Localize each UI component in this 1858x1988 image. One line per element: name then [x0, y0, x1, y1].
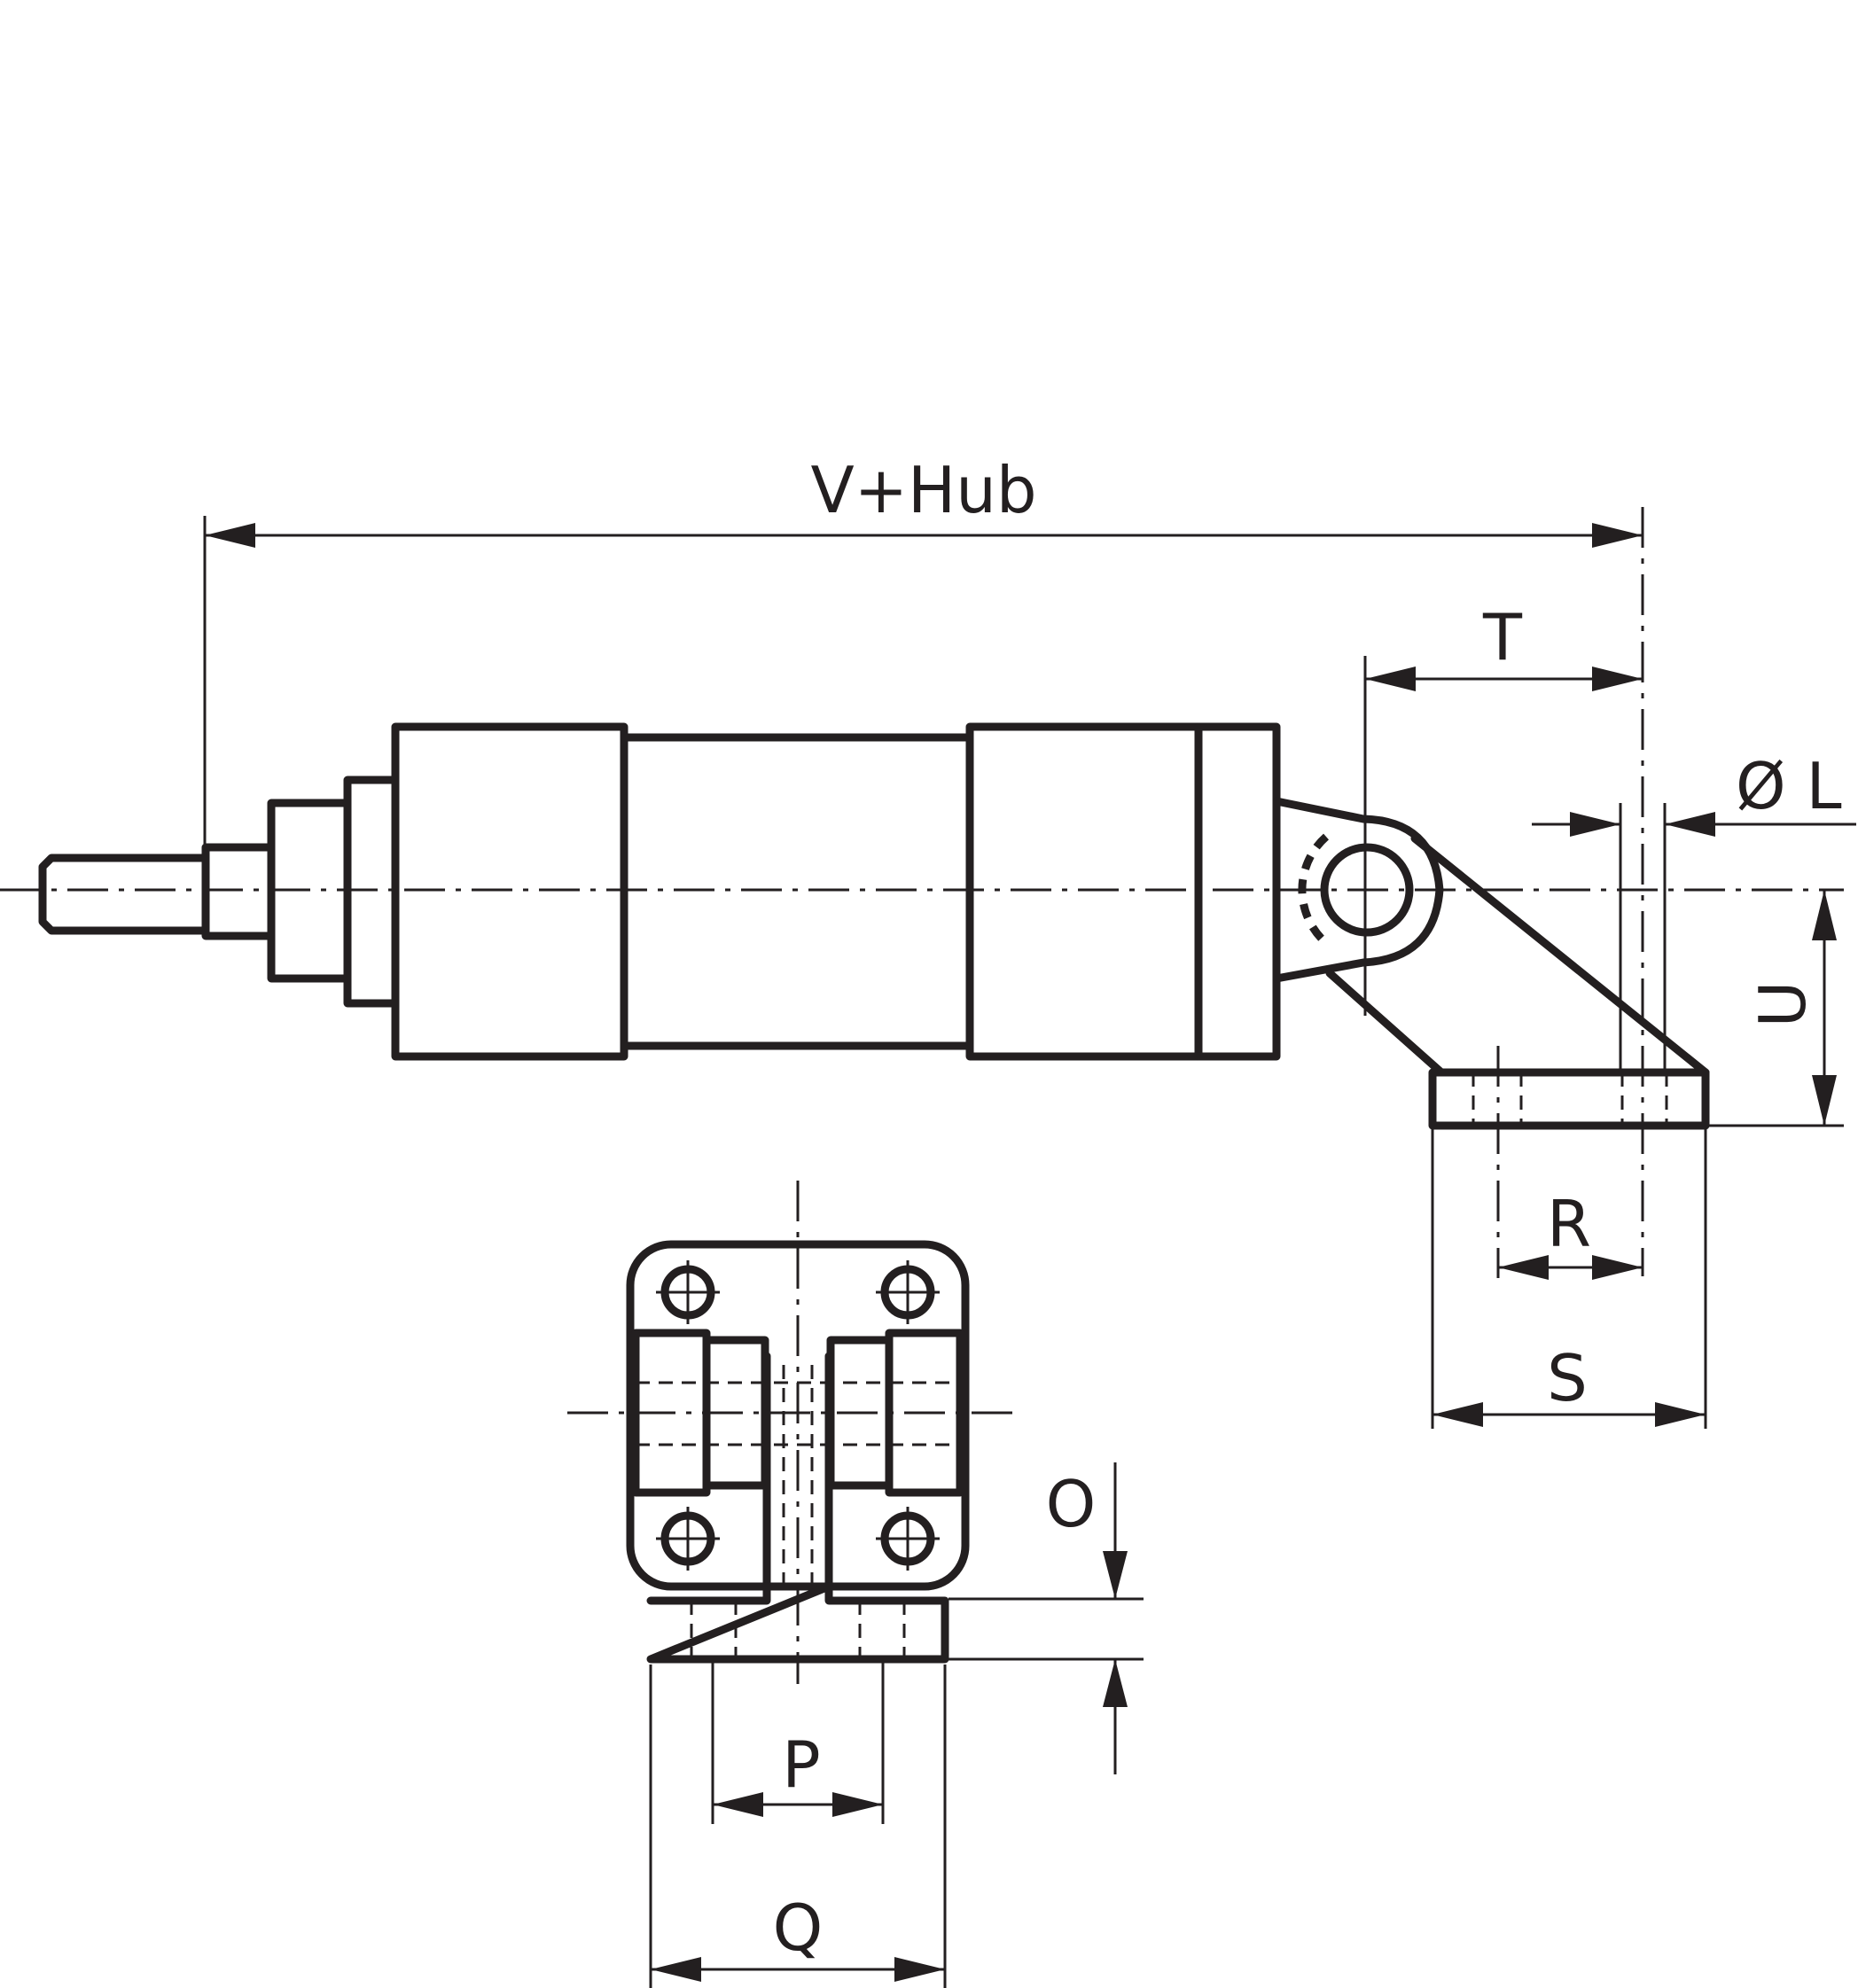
dim-label-p: P	[782, 1727, 820, 1802]
clevis-hidden-arc	[1298, 833, 1330, 947]
arrowhead	[832, 1792, 883, 1817]
dim-label-s: S	[1547, 1341, 1588, 1415]
arrowhead	[1103, 1659, 1128, 1707]
arrowhead	[1665, 812, 1715, 837]
piston-rod	[201, 843, 276, 940]
arrowhead	[1433, 1402, 1483, 1427]
clevis-tongue	[1272, 797, 1444, 983]
front-flange	[343, 776, 400, 1008]
cylinder-side-view	[0, 722, 1844, 1130]
arrowhead	[1365, 667, 1416, 691]
dim-label-r: R	[1547, 1187, 1591, 1261]
arrowhead	[1103, 1551, 1128, 1599]
bracket-outer-body	[626, 1240, 970, 1591]
arrowhead	[713, 1792, 763, 1817]
arrowhead	[1498, 1255, 1549, 1280]
front-end-cap	[391, 722, 628, 1061]
arrowhead	[894, 1957, 945, 1982]
mounting-hole-top-right	[876, 1260, 940, 1324]
dim-label-u: U	[1745, 981, 1820, 1028]
arrowhead	[1655, 1402, 1706, 1427]
arrowhead	[1812, 1075, 1837, 1126]
rear-end-cap	[965, 722, 1203, 1061]
mounting-hole-bottom-right	[876, 1507, 940, 1571]
dim-label-dia-l: Ø L	[1736, 749, 1842, 823]
arrowhead	[1570, 812, 1620, 837]
dim-label-o: O	[1046, 1467, 1097, 1541]
dim-label-q: Q	[773, 1891, 824, 1965]
base-plate	[646, 1582, 949, 1664]
side-view-dimensions: V+Hub T Ø L U R S	[203, 453, 1856, 1429]
mounting-hole-bottom-left	[656, 1507, 720, 1571]
bracket-front-view	[567, 1181, 1019, 1684]
arrowhead	[651, 1957, 701, 1982]
front-view-dimensions: O P Q	[649, 1462, 1144, 1988]
arrowhead	[205, 523, 255, 548]
central-slot	[762, 1352, 833, 1591]
clevis-pin-bore	[1320, 843, 1414, 937]
dim-label-v-hub: V+Hub	[810, 453, 1036, 527]
mounting-hole-top-left	[656, 1260, 720, 1324]
arrowhead	[1592, 667, 1643, 691]
cylinder-barrel	[620, 733, 974, 1050]
rear-plate	[1194, 722, 1281, 1061]
arrowhead	[1592, 1255, 1643, 1280]
arrowhead	[1812, 890, 1837, 940]
rod-thread	[38, 854, 210, 935]
dim-label-t: T	[1482, 600, 1523, 674]
arrowhead	[1592, 523, 1643, 548]
